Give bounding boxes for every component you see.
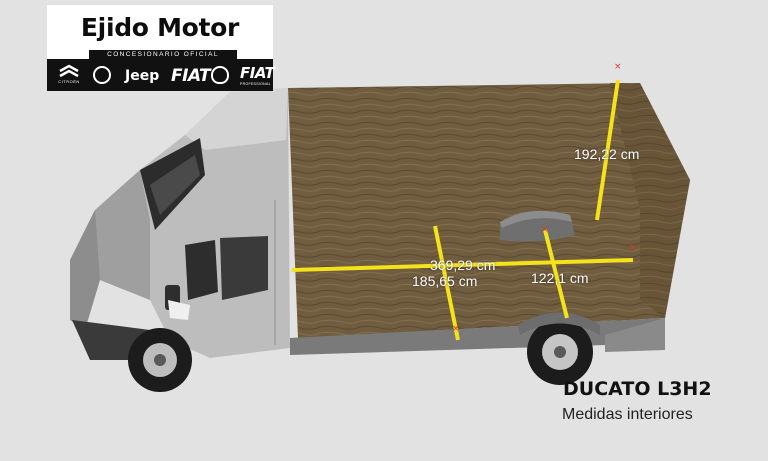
dealer-name: Ejido Motor	[80, 13, 240, 42]
measurement-lines: × × × ×	[291, 62, 637, 341]
wheel-arch-line	[543, 229, 569, 319]
height-measure-label: 192,22 cm	[574, 146, 640, 162]
model-title: DUCATO L3H2	[563, 378, 712, 400]
jeep-logo: Jeep	[125, 68, 160, 84]
cargo-floor	[288, 83, 690, 355]
fiat-logo: FIAT	[171, 66, 211, 86]
van-body	[70, 88, 600, 392]
brand-strip: CITROËN Jeep FIAT FIAT PROFESSIONAL	[47, 59, 275, 91]
length-line	[291, 258, 634, 272]
citroen-logo: CITROËN	[56, 63, 82, 87]
width-measure-label: 185,65 cm	[412, 273, 478, 289]
width-line	[433, 225, 460, 341]
wheel-arch-measure-label: 122,1 cm	[531, 270, 589, 286]
svg-text:×: ×	[629, 243, 637, 253]
fiat-professional-logo: FIAT PROFESSIONAL	[240, 64, 275, 86]
wheel-arch	[500, 210, 575, 242]
height-line	[595, 79, 620, 221]
svg-text:×: ×	[452, 324, 460, 334]
alfa-romeo-logo	[93, 66, 111, 84]
dealer-logo: Ejido Motor CONCESIONARIO OFICIAL CITROË…	[47, 5, 275, 91]
length-measure-label: 369,29 cm	[430, 257, 496, 273]
svg-text:×: ×	[614, 62, 622, 72]
model-subtitle: Medidas interiores	[562, 406, 693, 423]
svg-text:×: ×	[541, 225, 549, 235]
dealer-tagline: CONCESIONARIO OFICIAL	[89, 50, 237, 59]
abarth-logo	[211, 66, 229, 84]
